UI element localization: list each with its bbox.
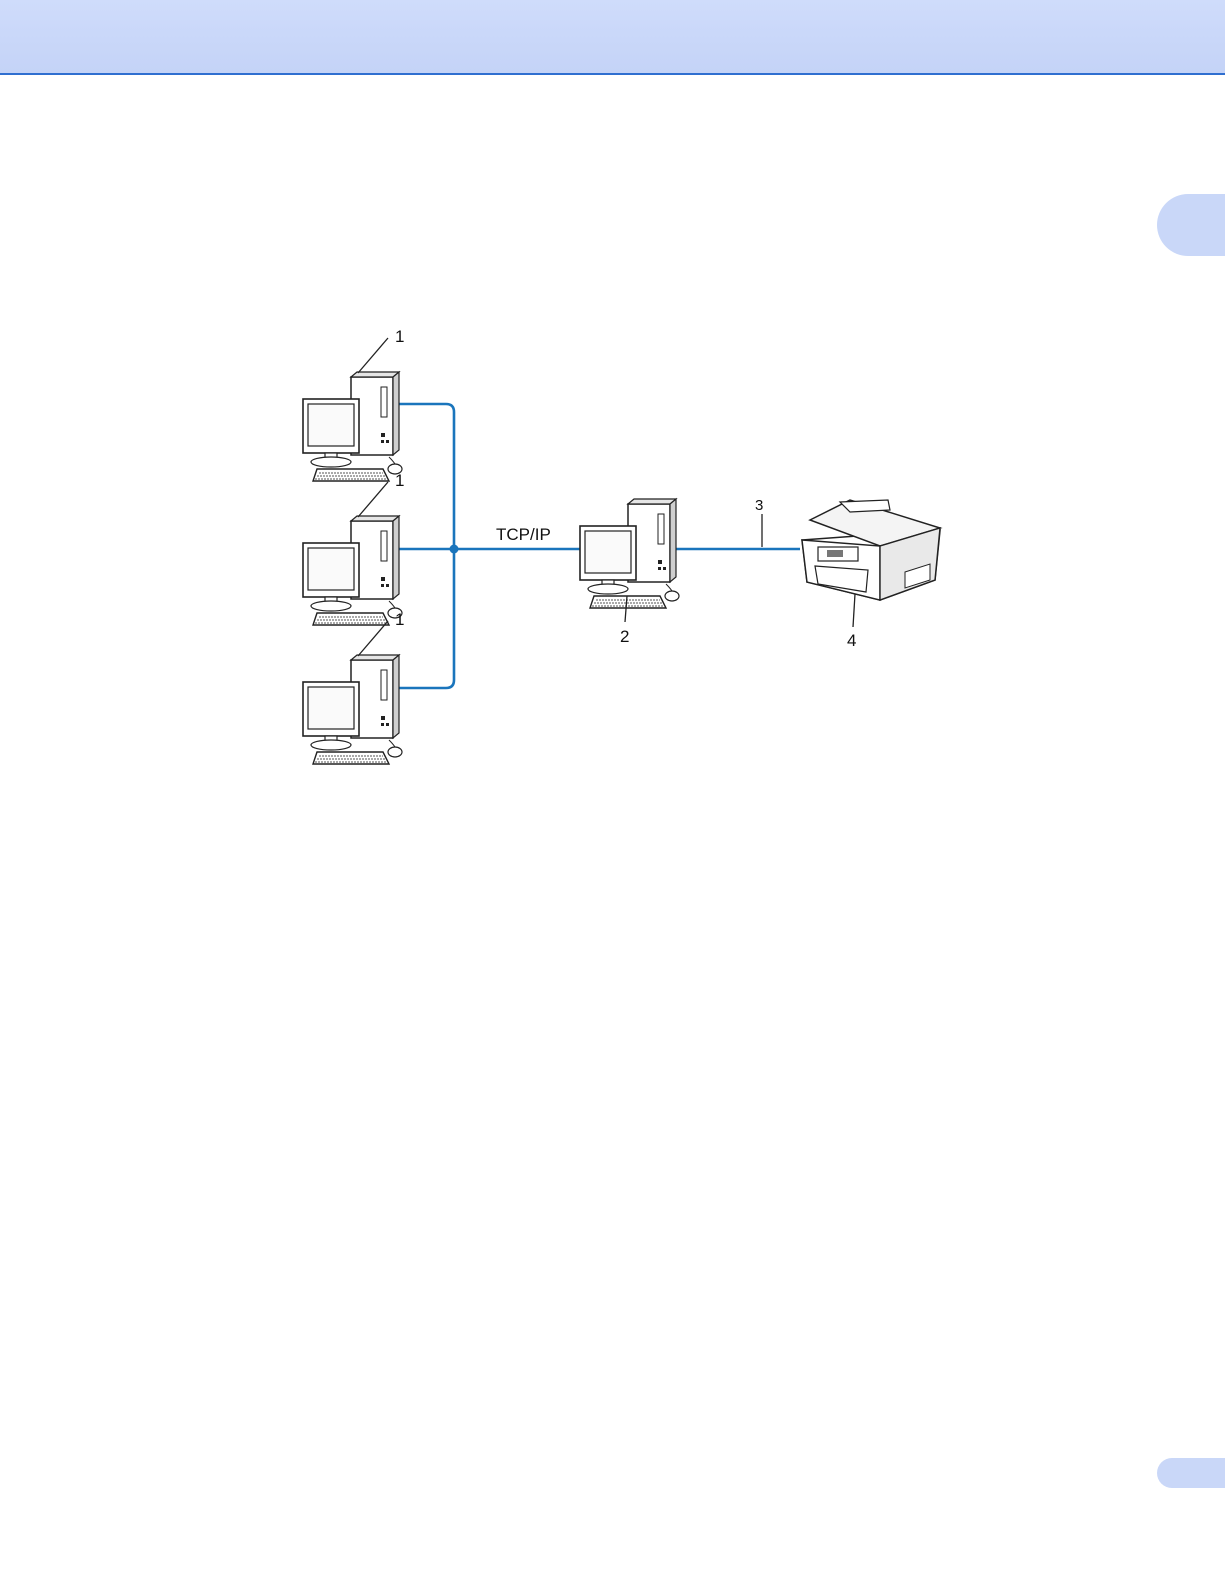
- client-computer-2-icon: [303, 516, 402, 625]
- printer-icon: [802, 500, 940, 600]
- junction-node: [450, 545, 459, 554]
- client-bus-line: [394, 404, 454, 688]
- server-computer-icon: [580, 499, 679, 608]
- callout-label-printer: 4: [847, 631, 856, 650]
- callout-label-client-3: 1: [395, 610, 404, 629]
- client-computer-3-icon: [303, 655, 402, 764]
- callout-label-client-2: 1: [395, 471, 404, 490]
- callout-label-server: 2: [620, 627, 629, 646]
- client-computer-1-icon: [303, 372, 402, 481]
- callout-label-cable: 3: [755, 497, 763, 514]
- callout-label-client-1: 1: [395, 327, 404, 346]
- protocol-label: TCP/IP: [496, 525, 551, 544]
